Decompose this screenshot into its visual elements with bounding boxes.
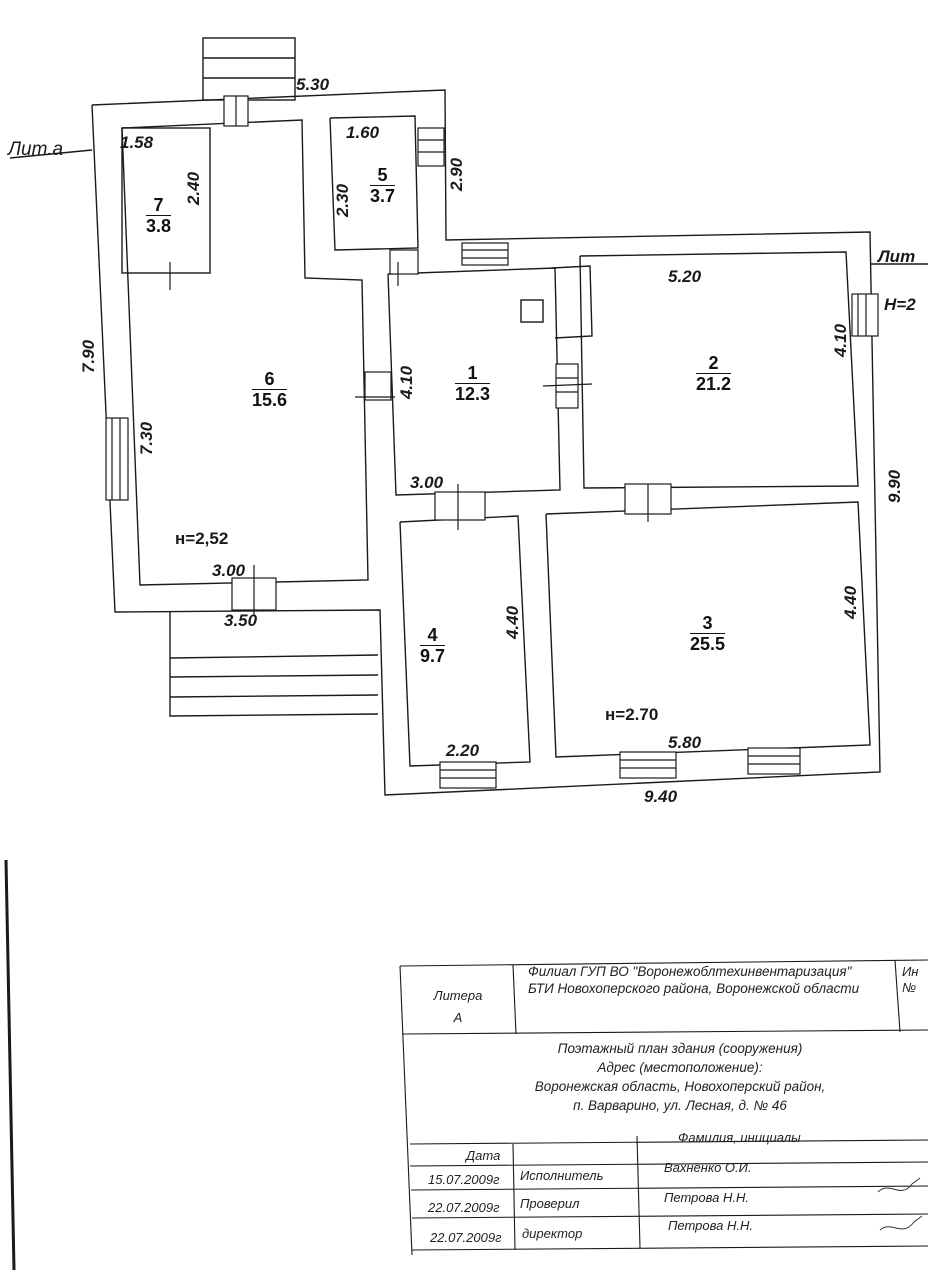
height-left: н=2,52 <box>175 529 229 548</box>
room-number: 1 <box>455 364 491 384</box>
stamp-title-block: Поэтажный план здания (сооружения) Адрес… <box>500 1040 860 1116</box>
room-number: 7 <box>146 196 172 216</box>
stamp-row-1-date: 15.07.2009г <box>428 1172 500 1187</box>
room-1-label: 1 12.3 <box>455 364 491 404</box>
room-area: 3.7 <box>370 185 396 206</box>
room-2-label: 2 21.2 <box>696 354 732 394</box>
stamp-litera-label: Литера <box>433 988 483 1003</box>
dim-9-40: 9.40 <box>644 787 678 806</box>
room-area: 25.5 <box>690 633 726 654</box>
side-label-lit-a: Лит.а <box>8 139 64 160</box>
stamp-litera-value: А <box>453 1010 463 1026</box>
room-4-label: 4 9.7 <box>420 626 446 666</box>
stamp-row-1-name: Вахненко О.И. <box>664 1160 752 1175</box>
dim-3-50: 3.50 <box>224 611 258 630</box>
stamp-title-line1: Поэтажный план здания (сооружения) <box>557 1041 803 1056</box>
room-3-label: 3 25.5 <box>690 614 726 654</box>
room-number: 4 <box>420 626 446 646</box>
room-6-label: 6 15.6 <box>252 370 288 410</box>
room-area: 15.6 <box>252 389 288 410</box>
room-number: 5 <box>370 166 396 186</box>
room-number: 6 <box>252 370 288 390</box>
room-7-label: 7 3.8 <box>146 196 172 236</box>
stamp-row-3-role: директор <box>522 1226 583 1241</box>
room-number: 2 <box>696 354 732 374</box>
room-area: 9.7 <box>420 645 446 666</box>
room-area: 12.3 <box>455 383 491 404</box>
dim-1-60: 1.60 <box>346 123 380 142</box>
height-right: н=2.70 <box>605 705 659 724</box>
stamp-litera: Литера А <box>418 988 498 1027</box>
room-area: 21.2 <box>696 373 732 394</box>
stamp-title-line3: Воронежская область, Новохоперский район… <box>534 1078 826 1094</box>
room-area: 3.8 <box>146 215 172 236</box>
stamp-row-1-role: Исполнитель <box>520 1168 604 1183</box>
stamp-title-line4: п. Варварино, ул. Лесная, д. № 46 <box>573 1097 787 1113</box>
stamp-row-2-date: 22.07.2009г <box>428 1200 500 1215</box>
stamp-row-3-date: 22.07.2009г <box>430 1230 502 1245</box>
stamp-org-line1: Филиал ГУП ВО "Воронежоблтехинвентаризац… <box>528 964 852 979</box>
stamp-header-date: Дата <box>466 1148 501 1163</box>
dim-3-00-mid: 3.00 <box>410 473 444 492</box>
dim-5-20: 5.20 <box>668 267 702 286</box>
stamp-org-line2: БТИ Новохоперского района, Воронежской о… <box>528 980 860 996</box>
stamp-row-2-role: Проверил <box>520 1196 580 1211</box>
stamp-header-name: Фамилия, инициалы <box>678 1130 801 1145</box>
stamp-inv-label-1: Ин <box>902 964 919 979</box>
stamp-inv-labels: Ин № <box>902 964 918 997</box>
stamp-organization: Филиал ГУП ВО "Воронежоблтехинвентаризац… <box>528 964 859 998</box>
stamp-inv-label-2: № <box>902 980 917 996</box>
side-label-right-height: Н=2 <box>884 295 916 314</box>
dim-5-80: 5.80 <box>668 733 702 752</box>
dim-top-5-30: 5.30 <box>296 75 330 94</box>
side-label-lit-right: Лит <box>878 247 916 266</box>
dim-3-00-left: 3.00 <box>212 561 246 580</box>
dim-1-58: 1.58 <box>120 133 154 152</box>
stamp-row-3-name: Петрова Н.Н. <box>668 1218 753 1233</box>
room-number: 3 <box>690 614 726 634</box>
stamp-row-2-name: Петрова Н.Н. <box>664 1190 749 1205</box>
room-5-label: 5 3.7 <box>370 166 396 206</box>
dim-2-20: 2.20 <box>446 741 480 760</box>
stamp-title-line2: Адрес (местоположение): <box>597 1059 763 1075</box>
